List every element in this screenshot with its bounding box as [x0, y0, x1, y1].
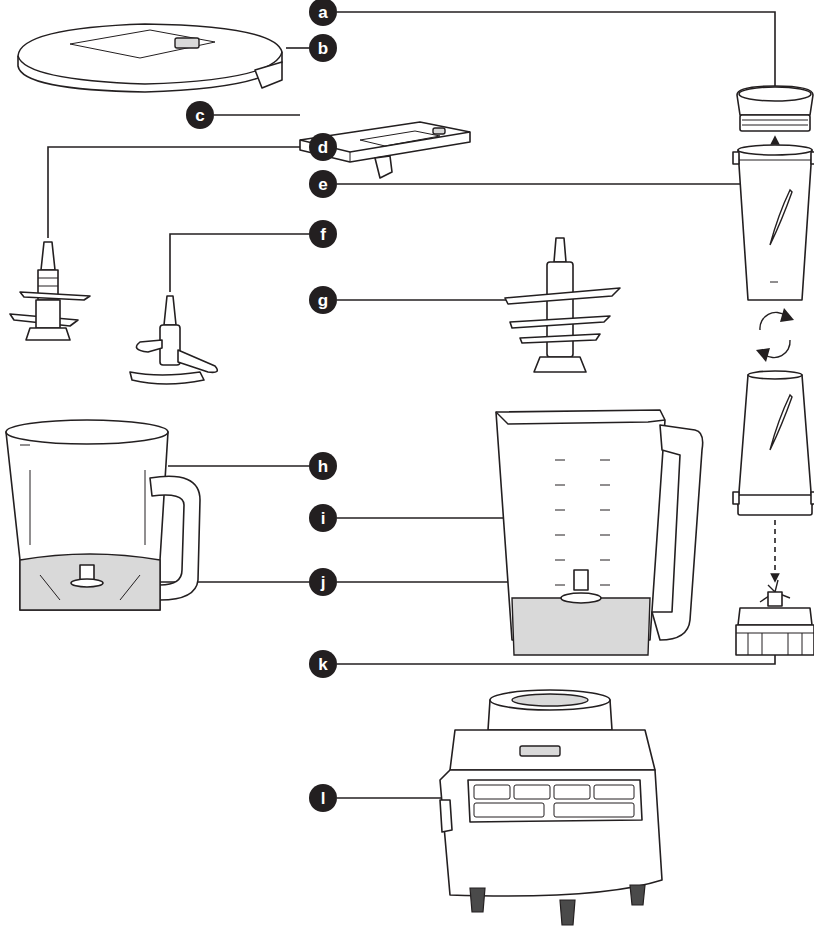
callout-circle: e [309, 170, 337, 198]
callout-letter: i [321, 510, 326, 527]
cup-inverted [733, 371, 814, 578]
blender-pitcher [496, 410, 703, 655]
chopping-blade [10, 242, 90, 340]
callout-letter: k [318, 656, 327, 673]
motor-base [440, 690, 662, 925]
callout-circle: k [309, 650, 337, 678]
callout-circle: i [309, 504, 337, 532]
cup-blade-assembly [736, 580, 814, 655]
pitcher-lid [18, 24, 282, 92]
rotate-symbol [756, 308, 794, 362]
callout-circle: j [309, 568, 337, 596]
callout-letter: a [318, 4, 327, 21]
callout-circle: a [309, 0, 337, 26]
callout-circle: l [309, 784, 337, 812]
callout-letter: l [321, 790, 326, 807]
callout-letter: c [195, 107, 204, 124]
callout-circle: d [309, 133, 337, 161]
sip-lid [737, 86, 813, 152]
callout-letter: f [320, 226, 326, 243]
callout-circle: h [309, 452, 337, 480]
callout-letter: b [318, 40, 328, 57]
callout-letter: h [318, 458, 328, 475]
single-serve-cup [733, 145, 814, 300]
callout-letter: e [318, 176, 327, 193]
callout-circle: g [309, 286, 337, 314]
callout-letter: d [318, 139, 328, 156]
callout-letter: g [318, 292, 328, 309]
stacked-blade-assembly [505, 238, 620, 372]
callout-circle: c [186, 101, 214, 129]
callout-circle: b [309, 34, 337, 62]
dough-blade [130, 296, 217, 384]
leader-lines [48, 12, 775, 798]
callout-circle: f [309, 220, 337, 248]
callout-letter: j [321, 574, 326, 591]
processor-bowl [6, 420, 200, 610]
